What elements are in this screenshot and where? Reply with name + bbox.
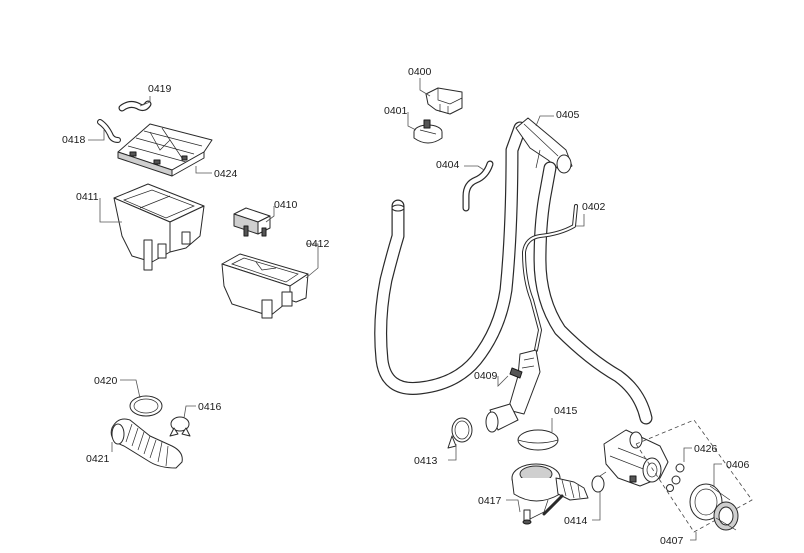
- part-0400-pressure-switch-bracket: [425, 87, 463, 115]
- part-0419-small-hose: [118, 100, 152, 112]
- part-0416-hose-clamp: [169, 416, 191, 437]
- part-0405-tub-connector: [515, 117, 573, 174]
- part-sump-housing: [511, 463, 589, 521]
- label-0402: 0402: [582, 201, 606, 213]
- part-0406-pump-filter: [689, 483, 739, 531]
- part-drain-hose-right: [533, 161, 653, 425]
- part-0402-breather-tube: [522, 204, 578, 352]
- part-labels: 0419 0418 0424 0411 0410 0412 0400 0401 …: [62, 66, 750, 547]
- label-0404: 0404: [436, 159, 460, 171]
- label-0405: 0405: [556, 109, 580, 121]
- label-0420: 0420: [94, 375, 118, 387]
- part-0417-screw: [522, 509, 532, 525]
- label-0401: 0401: [384, 105, 408, 117]
- label-0426: 0426: [694, 443, 718, 455]
- label-0414: 0414: [564, 515, 588, 527]
- part-drain-pump: [603, 429, 669, 487]
- label-0406: 0406: [726, 459, 750, 471]
- part-0412-detergent-drawer: [221, 253, 309, 319]
- part-0421-bellows-hose: [110, 418, 183, 469]
- part-0415-cover-lid: [517, 429, 559, 451]
- part-0411-dispenser-housing: [113, 183, 205, 271]
- part-0413-hose-clamp: [447, 417, 473, 449]
- label-0417: 0417: [478, 495, 502, 507]
- part-0426-fittings: [666, 463, 685, 492]
- label-0409: 0409: [474, 370, 498, 382]
- label-0424: 0424: [214, 168, 238, 180]
- label-0412: 0412: [306, 238, 330, 250]
- part-0407-filter-assembly-box: [635, 419, 753, 533]
- label-0400: 0400: [408, 66, 432, 78]
- part-0401-pressure-switch: [413, 119, 443, 144]
- part-0404-small-hose: [462, 160, 494, 212]
- leader-lines: [88, 78, 722, 541]
- part-0418-small-hose: [97, 119, 121, 143]
- label-0411: 0411: [76, 191, 99, 203]
- label-0413: 0413: [414, 455, 438, 467]
- part-0424-dispenser-cover: [117, 123, 213, 177]
- label-0421: 0421: [86, 453, 110, 465]
- label-0415: 0415: [554, 405, 578, 417]
- label-0416: 0416: [198, 401, 222, 413]
- label-0407: 0407: [660, 535, 684, 547]
- label-0410: 0410: [274, 199, 298, 211]
- part-0420-gasket-ring: [129, 395, 163, 417]
- part-0410-drawer-handle: [233, 207, 271, 237]
- part-0409-sump-hose: [485, 349, 541, 433]
- label-0419: 0419: [148, 83, 172, 95]
- part-0414-hose-clamp: [591, 471, 607, 493]
- label-0418: 0418: [62, 134, 86, 146]
- part-drain-hose-left: [374, 121, 527, 395]
